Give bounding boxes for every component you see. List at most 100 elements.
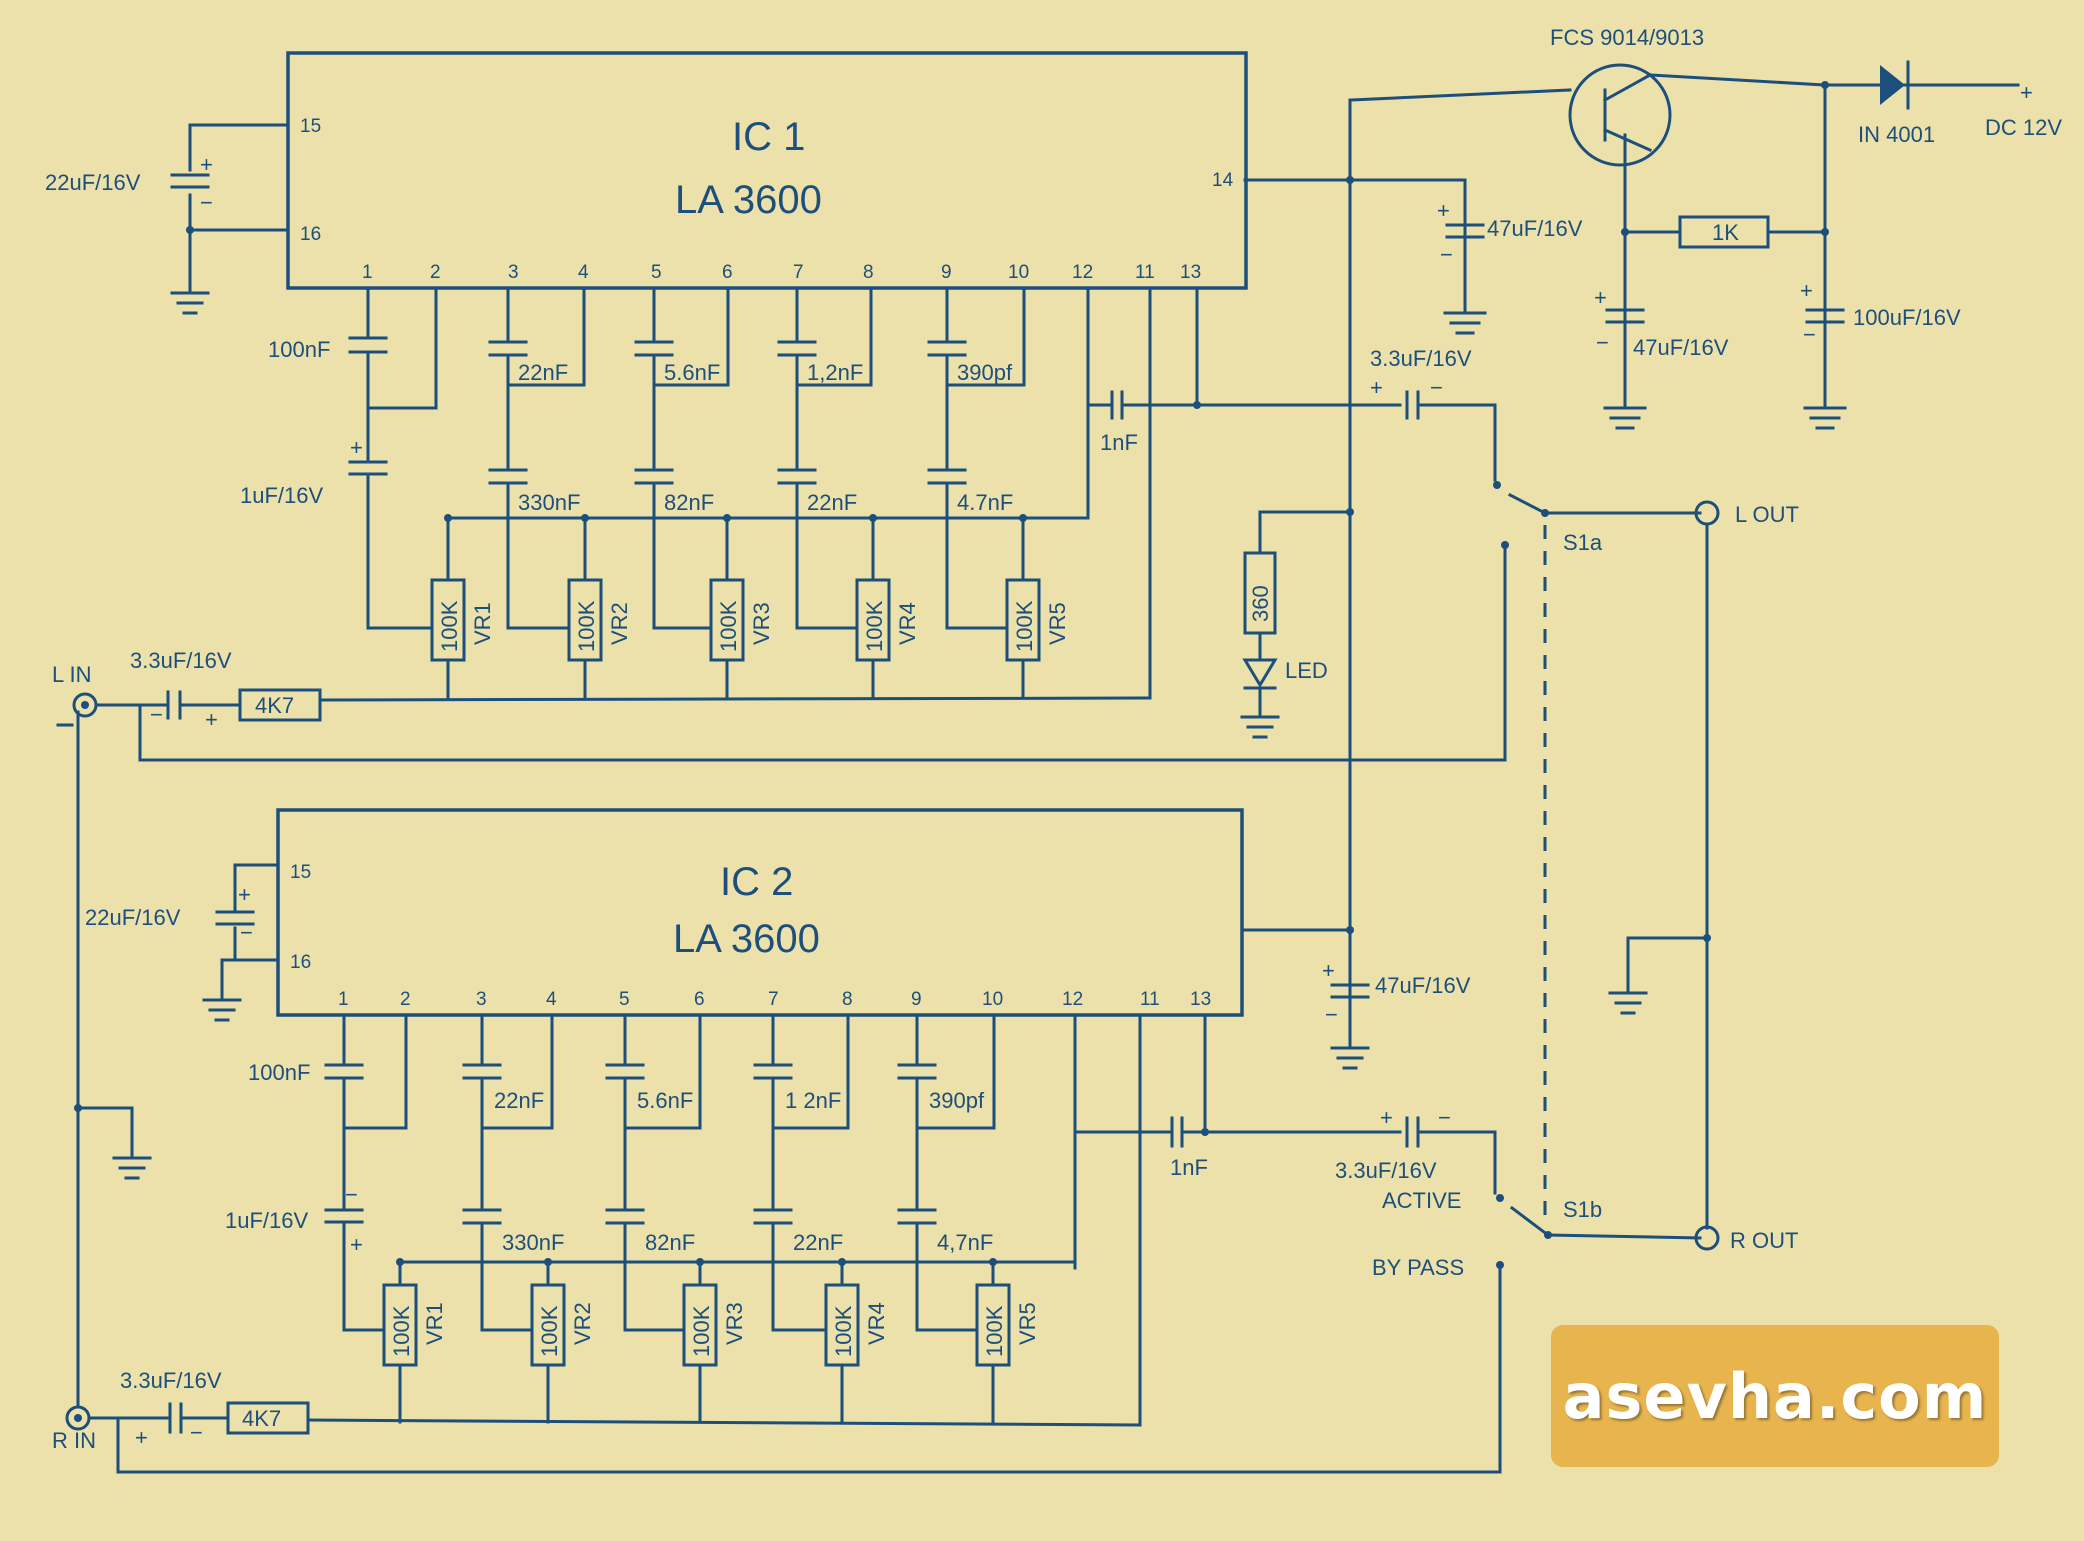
svg-text:7: 7 [793,262,804,283]
pot-vr3[interactable] [682,1283,718,1367]
ic1-supply-cap-label: 22uF/16V [45,170,141,195]
cap-label-lower: 82nF [664,490,714,515]
ic1-part: LA 3600 [675,178,822,222]
ground-symbol [1603,406,1847,430]
resistor-1k-label: 1K [1712,220,1739,245]
svg-text:+: + [350,435,363,460]
pot-value-label: 100K [689,1305,714,1357]
svg-text:−: − [1325,1002,1338,1027]
l-out-jack[interactable]: L OUT [1694,500,1799,527]
svg-text:15: 15 [300,116,321,137]
watermark-text: asevha.com [1562,1359,1988,1433]
svg-text:14: 14 [1212,170,1234,191]
pot-vr4[interactable] [855,578,891,662]
svg-text:−: − [1440,242,1453,267]
filter-cap-c-label: 47uF/16V [1487,216,1583,241]
r-in-jack[interactable]: R IN [52,1405,96,1453]
cap-label-lower: 330nF [518,490,580,515]
pot-label-vr3: VR3 [749,602,774,645]
transistor-label: FCS 9014/9013 [1550,25,1704,50]
cap-label-lower: 330nF [502,1230,564,1255]
svg-text:5: 5 [651,262,662,283]
r-out-jack[interactable]: R OUT [1694,1225,1798,1253]
svg-text:3.3uF/16V: 3.3uF/16V [1335,1158,1437,1183]
svg-text:+: + [1594,285,1607,310]
svg-text:4: 4 [546,989,557,1010]
svg-text:4K7: 4K7 [255,693,294,718]
pot-value-label: 100K [1012,600,1037,652]
svg-text:−: − [190,1420,203,1445]
l-out-label: L OUT [1735,502,1799,527]
pot-vr2[interactable] [567,578,603,662]
svg-text:+: + [238,882,251,907]
pot-vr5[interactable] [1005,578,1041,662]
pot-vr1[interactable] [430,578,466,662]
svg-text:13: 13 [1180,262,1201,283]
cap-label-lower: 4,7nF [937,1230,993,1255]
svg-text:−: − [240,920,253,945]
svg-text:4K7: 4K7 [242,1406,281,1431]
svg-text:9: 9 [911,989,922,1010]
pot-label-vr4: VR4 [895,602,920,645]
ic2-supply-cap-label: 22uF/16V [85,905,181,930]
led-label: LED [1285,658,1328,683]
ic1-name: IC 1 [732,115,805,159]
cap-label-upper: 22nF [494,1088,544,1113]
pot-label-vr1: VR1 [422,1302,447,1345]
svg-text:3.3uF/16V: 3.3uF/16V [120,1368,222,1393]
cap-label-upper: 5.6nF [637,1088,693,1113]
switch-a-label: S1a [1563,530,1603,555]
svg-text:+: + [1380,1105,1393,1130]
active-label: ACTIVE [1382,1188,1461,1213]
bypass-label: BY PASS [1372,1255,1464,1280]
svg-text:+: + [1437,198,1450,223]
pot-label-vr1: VR1 [470,602,495,645]
svg-text:12: 12 [1072,262,1093,283]
led-symbol [1242,658,1278,688]
svg-text:15: 15 [290,862,311,883]
pot-label-vr2: VR2 [607,602,632,645]
l-in-resistor [238,688,322,722]
svg-text:1: 1 [338,989,349,1010]
svg-text:13: 13 [1190,989,1211,1010]
pot-label-vr4: VR4 [864,1302,889,1345]
pot-vr5[interactable] [975,1283,1011,1367]
pot-value-label: 100K [982,1305,1007,1357]
svg-text:11: 11 [1135,262,1155,283]
cap-label-upper: 1,2nF [807,360,863,385]
transistor-symbol [1568,63,1672,167]
svg-text:3: 3 [508,262,519,283]
cap-label-upper: 1 2nF [785,1088,841,1113]
ic1-block: IC 1 LA 3600 15 16 14 1 2 3 4 5 6 7 8 9 … [45,51,1352,700]
svg-text:2: 2 [400,989,411,1010]
svg-text:100nF: 100nF [248,1060,310,1085]
filter-cap-a-label: 47uF/16V [1633,335,1729,360]
svg-text:100nF: 100nF [268,337,330,362]
l-in-jack[interactable]: L IN [52,662,98,727]
r-in-resistor [226,1401,310,1435]
pot-value-label: 100K [716,600,741,652]
pot-vr1[interactable] [382,1283,418,1367]
pot-value-label: 100K [574,600,599,652]
pot-value-label: 100K [389,1305,414,1357]
svg-text:8: 8 [842,989,853,1010]
switch-b-label: S1b [1563,1197,1602,1222]
ic2-block: IC 2 LA 3600 15 16 1 2 3 4 5 6 7 8 9 10 … [85,808,1471,1427]
svg-text:−: − [1430,375,1443,400]
cap-label-upper: 390pf [929,1088,985,1113]
pot-vr4[interactable] [824,1283,860,1367]
svg-text:7: 7 [768,989,779,1010]
svg-text:6: 6 [722,262,733,283]
svg-text:+: + [350,1232,363,1257]
watermark-badge: asevha.com [1551,1325,1999,1467]
r-in-label: R IN [52,1428,96,1453]
svg-text:−: − [200,190,213,215]
pot-value-label: 100K [831,1305,856,1357]
l-in-label: L IN [52,662,92,687]
svg-text:1: 1 [362,262,373,283]
pot-value-label: 100K [537,1305,562,1357]
ic2-part: LA 3600 [673,917,820,961]
svg-text:3.3uF/16V: 3.3uF/16V [1370,346,1472,371]
svg-text:1nF: 1nF [1170,1155,1208,1180]
